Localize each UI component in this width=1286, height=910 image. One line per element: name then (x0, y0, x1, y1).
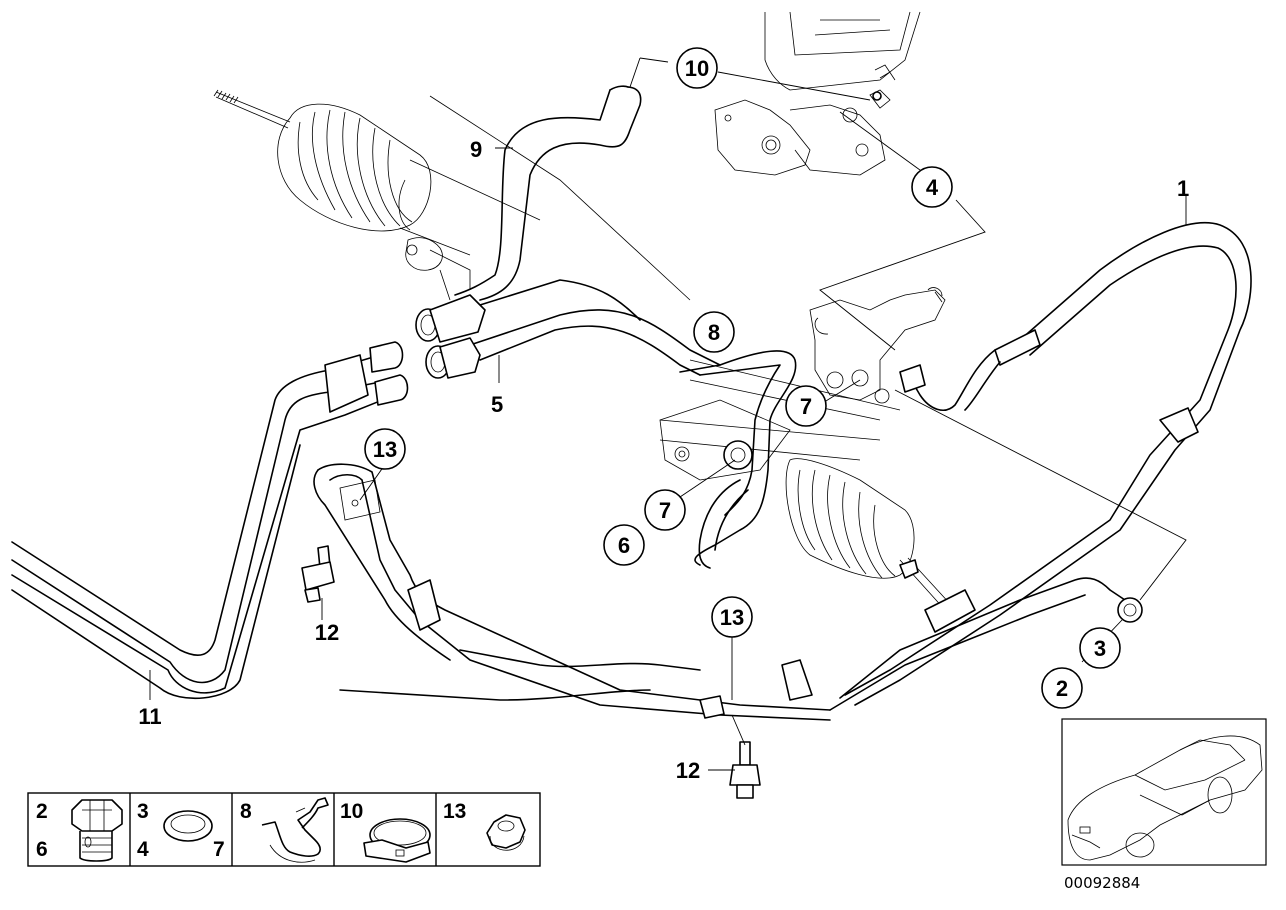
legend-hose-clamp: 10 (340, 800, 431, 863)
steering-rack-right (659, 399, 953, 611)
callout-12b: 12 (676, 758, 700, 783)
callout-label: 7 (800, 394, 812, 419)
callout-5: 5 (491, 392, 503, 417)
callout-12a: 12 (315, 620, 339, 645)
callout-11: 11 (138, 704, 161, 729)
legend-label: 7 (213, 838, 225, 861)
callout-label: 9 (470, 137, 482, 162)
hose-5 (469, 279, 721, 376)
callout-label: 12 (676, 758, 700, 783)
callout-1: 1 (1177, 176, 1189, 201)
callout-7b: 7 (785, 385, 827, 427)
banjo-bolt-icon (71, 799, 123, 862)
lower-hoses (313, 463, 831, 721)
legend-label: 3 (137, 800, 149, 823)
legend-label: 8 (240, 800, 252, 823)
legend-label: 10 (340, 800, 363, 823)
callout-label: 1 (1177, 176, 1189, 201)
legend-label: 2 (36, 800, 48, 823)
callout-label: 13 (720, 605, 744, 630)
hose-clip-icon (261, 797, 329, 857)
vehicle-thumbnail: 00092884 (1061, 718, 1267, 892)
callout-3: 3 (1079, 627, 1121, 669)
callout-label: 11 (138, 704, 161, 729)
hose-6 (698, 440, 753, 569)
callout-label: 8 (708, 320, 720, 345)
callout-2: 2 (1041, 667, 1083, 709)
legend-label: 6 (36, 838, 48, 861)
leader-lines (149, 57, 1187, 771)
connectors (415, 294, 486, 379)
power-steering-pump (714, 11, 921, 176)
hose-9 (454, 85, 642, 301)
return-line (829, 577, 1143, 711)
callout-label: 6 (618, 533, 630, 558)
diagram-number: 00092884 (1064, 874, 1140, 892)
callout-8: 8 (693, 311, 735, 353)
callout-label: 5 (491, 392, 503, 417)
callout-label: 2 (1056, 676, 1068, 701)
steering-rack-left (213, 89, 691, 301)
banjo-bolt-12b (729, 741, 761, 799)
parts-legend: 2 6 3 4 7 8 10 13 (27, 792, 541, 867)
callout-4: 4 (911, 166, 953, 208)
hose-1 (844, 221, 1252, 706)
callout-13b: 13 (711, 596, 753, 638)
legend-hex-nut: 13 (443, 800, 526, 851)
hex-nut-icon (486, 814, 526, 849)
callout-label: 10 (685, 56, 709, 81)
callout-9: 9 (470, 137, 482, 162)
callout-10: 10 (676, 47, 718, 89)
legend-label: 4 (137, 838, 149, 861)
legend-banjo-bolt: 2 6 (36, 799, 123, 862)
legend-label: 13 (443, 800, 466, 823)
callout-label: 12 (315, 620, 339, 645)
seal-ring-icon (163, 810, 213, 842)
callout-label: 4 (926, 175, 939, 200)
banjo-bolt-12a (301, 545, 335, 603)
hose-11 (11, 341, 409, 700)
hose-8 (679, 350, 797, 566)
callout-label: 13 (373, 437, 397, 462)
callout-label: 7 (659, 498, 671, 523)
callout-6: 6 (603, 524, 645, 566)
legend-seal-ring: 3 4 7 (137, 800, 225, 861)
callout-7a: 7 (644, 489, 686, 531)
legend-hose-clip: 8 (240, 797, 329, 863)
callout-13a: 13 (364, 428, 406, 470)
callout-label: 3 (1094, 636, 1106, 661)
steering-valve-housing (659, 287, 946, 461)
